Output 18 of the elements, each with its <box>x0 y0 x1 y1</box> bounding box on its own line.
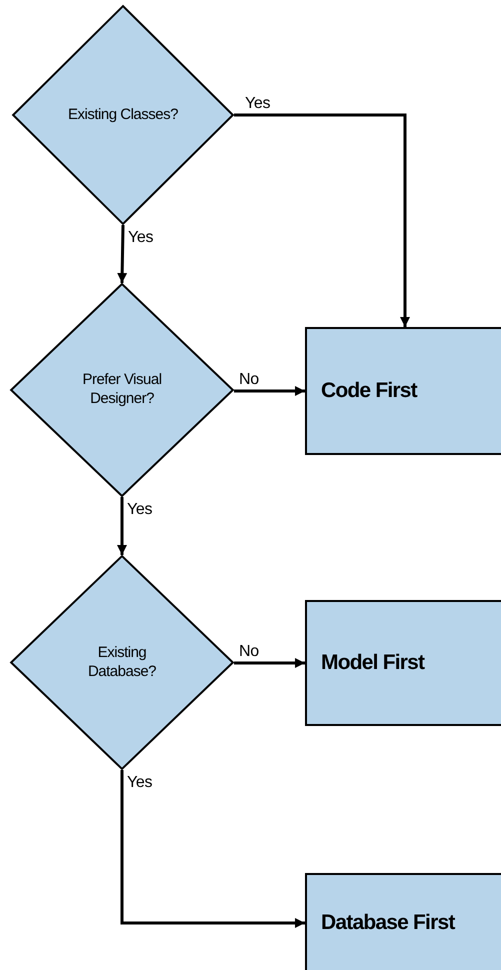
process-box <box>305 600 501 726</box>
arrow <box>234 114 410 327</box>
arrow <box>234 386 305 396</box>
process-box <box>305 327 501 455</box>
arrow <box>117 224 128 284</box>
box-title: Database First <box>321 911 455 935</box>
decision-diamond <box>10 555 234 770</box>
arrow <box>234 658 305 668</box>
box-title: Code First <box>321 379 417 403</box>
box-title: Model First <box>321 651 424 675</box>
decision-text: Existing Database? <box>86 644 158 682</box>
decision-diamond <box>10 283 234 497</box>
decision-text: Prefer Visual Designer? <box>81 371 163 409</box>
decision-diamond <box>12 5 234 225</box>
decision-text: Existing Classes? <box>67 106 179 124</box>
process-box <box>305 873 501 970</box>
arrow <box>117 497 127 555</box>
arrow <box>120 770 305 928</box>
